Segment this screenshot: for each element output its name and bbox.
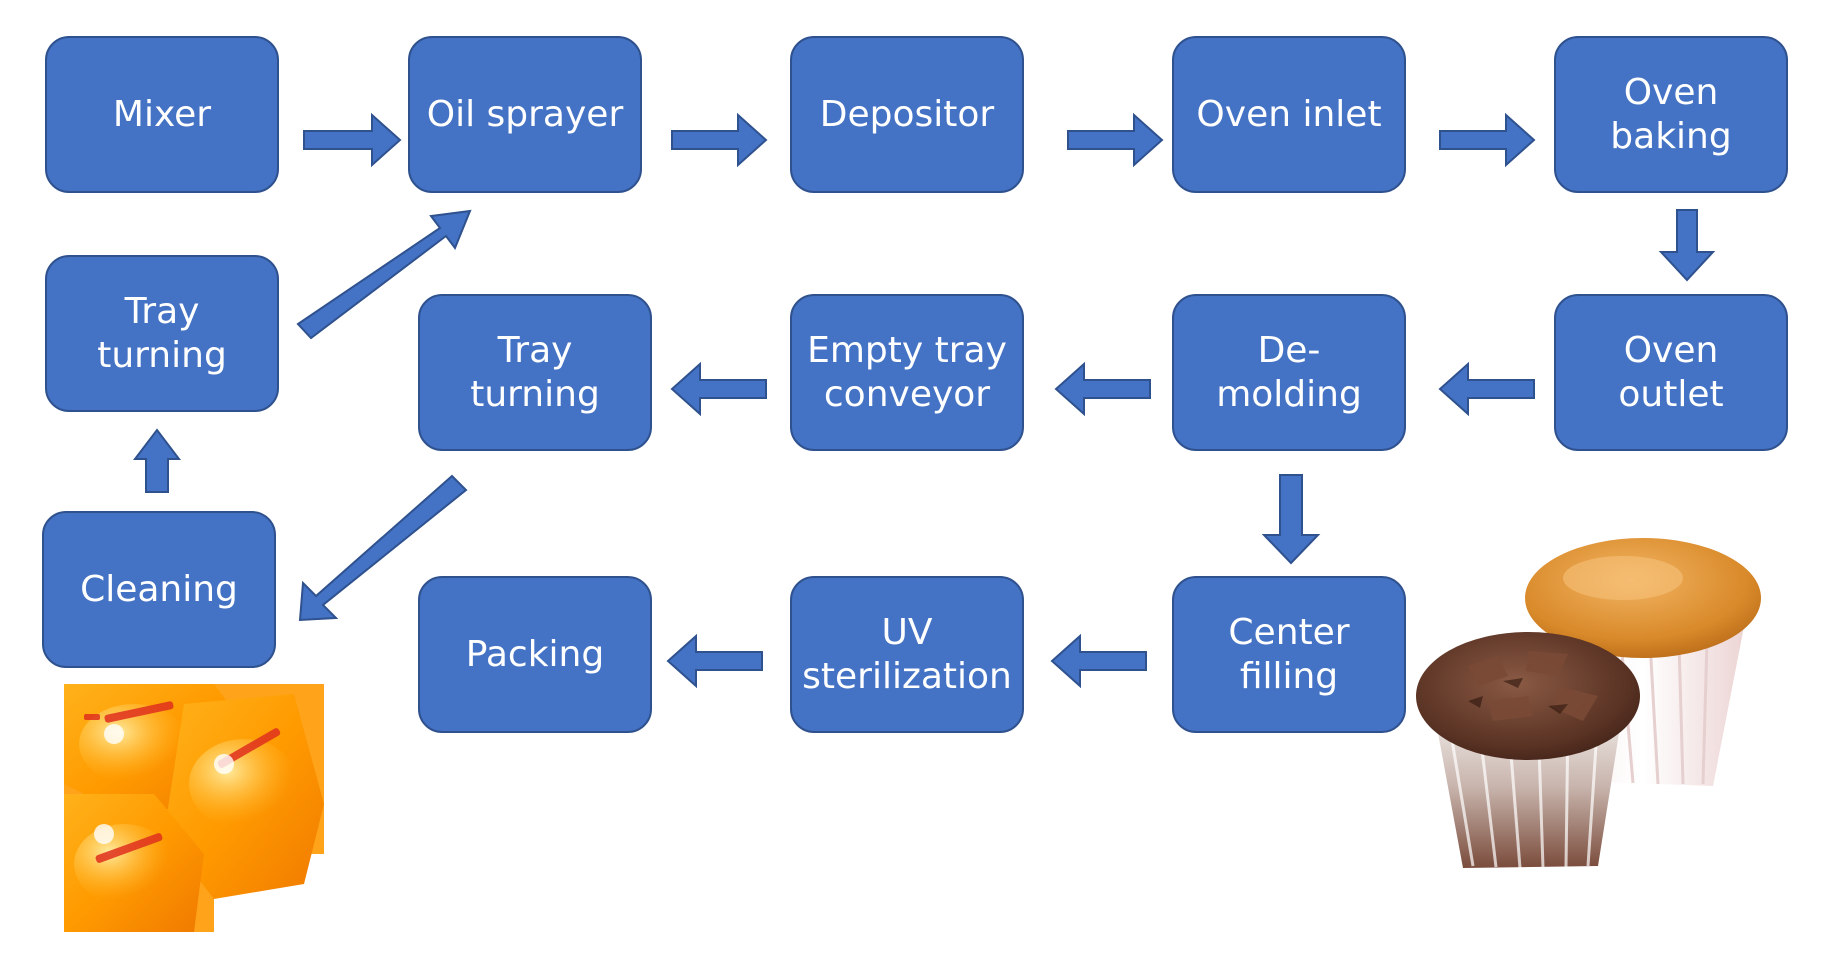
node-oven-outlet: Oven outlet — [1554, 294, 1788, 451]
node-oven-inlet: Oven inlet — [1172, 36, 1406, 193]
node-uv-sterilization: UV sterilization — [790, 576, 1024, 733]
packaged-cakes-image — [64, 684, 324, 932]
muffins-image — [1416, 538, 1761, 869]
arrow-cleaning-to-tray-turning — [132, 428, 182, 493]
arrow-tray-turning-to-oil-sprayer — [296, 209, 472, 340]
node-tray-turning-mid: Tray turning — [418, 294, 652, 451]
node-oil-sprayer: Oil sprayer — [408, 36, 642, 193]
arrow-empty-tray-to-tray-turning — [670, 361, 767, 417]
arrow-center-filling-to-uv — [1050, 633, 1147, 689]
node-oven-baking: Oven baking — [1554, 36, 1788, 193]
arrow-depositor-to-oven-inlet — [1067, 112, 1164, 168]
node-tray-turning-left: Tray turning — [45, 255, 279, 412]
node-empty-tray-conveyor: Empty tray conveyor — [790, 294, 1024, 451]
node-depositor: Depositor — [790, 36, 1024, 193]
node-cleaning: Cleaning — [42, 511, 276, 668]
node-packing: Packing — [418, 576, 652, 733]
node-demolding: De- molding — [1172, 294, 1406, 451]
arrow-oven-baking-to-oven-outlet — [1658, 209, 1716, 282]
arrow-oven-inlet-to-oven-baking — [1439, 112, 1536, 168]
arrow-oil-sprayer-to-depositor — [671, 112, 768, 168]
arrow-uv-to-packing — [666, 633, 763, 689]
arrow-mixer-to-oil-sprayer — [303, 112, 402, 168]
arrow-demolding-to-empty-tray — [1054, 361, 1151, 417]
arrow-oven-outlet-to-demolding — [1438, 361, 1535, 417]
node-center-filling: Center filling — [1172, 576, 1406, 733]
arrow-tray-turning-to-cleaning — [298, 474, 468, 622]
node-mixer: Mixer — [45, 36, 279, 193]
arrow-demolding-to-center-filling — [1261, 474, 1321, 565]
